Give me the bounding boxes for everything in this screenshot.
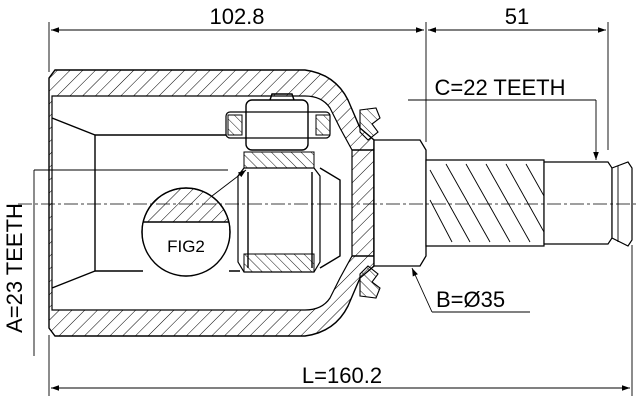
- spline-c-label: C=22 TEETH: [434, 75, 565, 100]
- dim-stub-length: 51: [505, 4, 529, 29]
- fig2-detail: FIG2: [141, 187, 231, 277]
- diameter-b-label: B=Ø35: [436, 287, 505, 312]
- spline-a-label: A=23 TEETH: [2, 203, 27, 333]
- stub-shaft: [373, 139, 633, 267]
- dim-housing-length: 102.8: [209, 4, 264, 29]
- leader-lines: [33, 99, 599, 356]
- boot-flange: [359, 107, 381, 299]
- extension-lines: [48, 22, 633, 396]
- dim-total-length: L=160.2: [302, 363, 382, 388]
- helical-splines: [429, 163, 545, 243]
- dimension-lines: [51, 27, 630, 391]
- figure-ref-label: FIG2: [167, 237, 205, 256]
- spider-assembly: [225, 93, 341, 273]
